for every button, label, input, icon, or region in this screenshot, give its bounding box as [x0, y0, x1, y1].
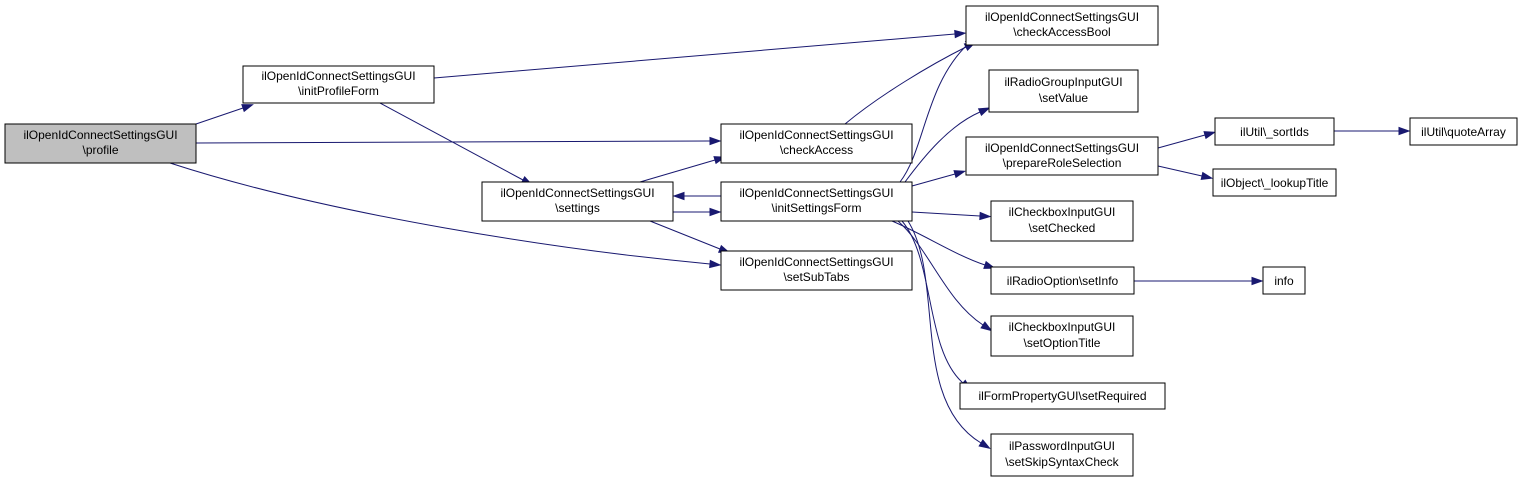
- arrowhead-icon: [672, 191, 685, 201]
- node-set-checked-line1: ilCheckboxInputGUI: [1009, 205, 1116, 219]
- node-lookup-title-line1: ilObject\_lookupTitle: [1221, 176, 1329, 190]
- node-check-access-bool-line1: ilOpenIdConnectSettingsGUI: [985, 10, 1139, 24]
- node-info-line1: info: [1274, 274, 1294, 288]
- edge-line: [1157, 134, 1206, 149]
- edge-line: [649, 220, 721, 250]
- edge-profile-to-setSubTabs: [169, 162, 722, 269]
- arrowhead-icon: [980, 321, 993, 332]
- edge-line: [899, 43, 969, 183]
- node-check-access-bool[interactable]: ilOpenIdConnectSettingsGUI \checkAccessB…: [965, 5, 1159, 46]
- edge-sortIds-to-quoteArray: [1334, 126, 1411, 136]
- node-init-settings-form-line2: \initSettingsForm: [771, 201, 861, 215]
- arrowhead-icon: [1203, 131, 1217, 140]
- edge-line: [911, 173, 956, 187]
- node-quote-array-line1: ilUtil\quoteArray: [1421, 125, 1506, 139]
- node-set-skip-syntax-check-line1: ilPasswordInputGUI: [1009, 439, 1115, 453]
- edge-profile-to-initProfileForm: [195, 104, 254, 125]
- arrowhead-icon: [1200, 171, 1214, 180]
- node-check-access[interactable]: ilOpenIdConnectSettingsGUI \checkAccess: [720, 123, 913, 164]
- edge-line: [639, 159, 716, 183]
- arrowhead-icon: [954, 29, 967, 39]
- arrowhead-icon: [709, 207, 722, 217]
- node-check-access-bool-line2: \checkAccessBool: [1013, 25, 1110, 39]
- node-set-sub-tabs-line2: \setSubTabs: [783, 270, 849, 284]
- node-profile-line1: ilOpenIdConnectSettingsGUI: [23, 128, 177, 142]
- edge-line: [901, 220, 964, 384]
- edge-setInfo-to-info: [1134, 276, 1264, 286]
- node-profile[interactable]: ilOpenIdConnectSettingsGUI \profile: [4, 123, 197, 164]
- edge-line: [904, 111, 981, 183]
- edges-layer: [169, 29, 1411, 449]
- edge-initSettingsForm-to-prepareRoleSelection: [911, 170, 967, 187]
- node-set-info[interactable]: ilRadioOption\setInfo: [990, 266, 1135, 295]
- node-set-option-title[interactable]: ilCheckboxInputGUI \setOptionTitle: [990, 315, 1134, 357]
- arrowhead-icon: [953, 170, 967, 179]
- arrowhead-icon: [979, 211, 992, 221]
- node-init-settings-form-line1: ilOpenIdConnectSettingsGUI: [739, 186, 893, 200]
- arrowhead-icon: [977, 107, 991, 117]
- node-set-skip-syntax-check-line2: \setSkipSyntaxCheck: [1005, 455, 1119, 469]
- edge-settings-to-initSettingsForm: [673, 207, 722, 217]
- node-prepare-role-selection-line2: \prepareRoleSelection: [1003, 156, 1122, 170]
- edge-line: [844, 46, 967, 125]
- node-check-access-line2: \checkAccess: [780, 143, 853, 157]
- edge-prepareRoleSelection-to-lookupTitle: [1157, 165, 1214, 180]
- edge-line: [1157, 165, 1203, 177]
- edge-prepareRoleSelection-to-sortIds: [1157, 131, 1217, 149]
- node-set-value-line2: \setValue: [1039, 91, 1088, 105]
- nodes-layer: ilOpenIdConnectSettingsGUI \profile ilOp…: [4, 5, 1518, 477]
- node-init-profile-form[interactable]: ilOpenIdConnectSettingsGUI \initProfileF…: [242, 65, 435, 104]
- edge-line: [379, 102, 524, 181]
- edge-line: [911, 211, 981, 217]
- node-set-required-line1: ilFormPropertyGUI\setRequired: [978, 389, 1146, 403]
- node-check-access-line1: ilOpenIdConnectSettingsGUI: [739, 128, 893, 142]
- arrowhead-icon: [709, 136, 722, 146]
- node-set-required[interactable]: ilFormPropertyGUI\setRequired: [959, 382, 1166, 410]
- node-init-profile-form-line2: \initProfileForm: [298, 84, 379, 98]
- arrowhead-icon: [1398, 126, 1411, 136]
- node-prepare-role-selection[interactable]: ilOpenIdConnectSettingsGUI \prepareRoleS…: [965, 136, 1159, 176]
- arrowhead-icon: [978, 439, 991, 449]
- edge-line: [169, 162, 711, 265]
- edge-initProfileForm-to-checkAccessBool: [433, 29, 967, 79]
- arrowhead-icon: [709, 259, 722, 269]
- node-set-sub-tabs-line1: ilOpenIdConnectSettingsGUI: [739, 255, 893, 269]
- node-info[interactable]: info: [1262, 266, 1306, 295]
- node-settings[interactable]: ilOpenIdConnectSettingsGUI \settings: [481, 181, 674, 222]
- node-set-info-line1: ilRadioOption\setInfo: [1007, 274, 1119, 288]
- node-lookup-title[interactable]: ilObject\_lookupTitle: [1212, 168, 1337, 197]
- node-sort-ids-line1: ilUtil\_sortIds: [1240, 125, 1309, 139]
- node-set-checked-line2: \setChecked: [1029, 221, 1096, 235]
- edge-line: [907, 220, 982, 444]
- edge-initSettingsForm-to-setChecked: [911, 211, 992, 221]
- edge-initSettingsForm-to-settings: [672, 191, 721, 201]
- node-set-value-line1: ilRadioGroupInputGUI: [1004, 75, 1122, 89]
- node-settings-line1: ilOpenIdConnectSettingsGUI: [500, 186, 654, 200]
- node-init-profile-form-line1: ilOpenIdConnectSettingsGUI: [261, 69, 415, 83]
- node-set-checked[interactable]: ilCheckboxInputGUI \setChecked: [990, 200, 1134, 242]
- node-quote-array[interactable]: ilUtil\quoteArray: [1409, 117, 1518, 146]
- edge-initSettingsForm-to-setValue: [904, 107, 991, 183]
- node-prepare-role-selection-line1: ilOpenIdConnectSettingsGUI: [985, 141, 1139, 155]
- arrowhead-icon: [241, 104, 254, 113]
- node-init-settings-form[interactable]: ilOpenIdConnectSettingsGUI \initSettings…: [720, 181, 913, 222]
- node-profile-line2: \profile: [82, 143, 118, 157]
- node-set-skip-syntax-check[interactable]: ilPasswordInputGUI \setSkipSyntaxCheck: [990, 433, 1134, 477]
- edge-line: [897, 220, 984, 326]
- node-set-option-title-line2: \setOptionTitle: [1024, 336, 1101, 350]
- node-settings-line2: \settings: [555, 201, 600, 215]
- edge-line: [195, 107, 244, 125]
- node-set-sub-tabs[interactable]: ilOpenIdConnectSettingsGUI \setSubTabs: [720, 250, 913, 291]
- node-sort-ids[interactable]: ilUtil\_sortIds: [1214, 117, 1335, 146]
- node-set-value[interactable]: ilRadioGroupInputGUI \setValue: [988, 69, 1139, 113]
- node-set-option-title-line1: ilCheckboxInputGUI: [1009, 320, 1116, 334]
- edge-initSettingsForm-to-setOptionTitle: [897, 220, 993, 332]
- edge-line: [433, 33, 956, 79]
- edge-initSettingsForm-to-setSkipSyntaxCheck: [907, 220, 991, 449]
- arrowhead-icon: [1251, 276, 1264, 286]
